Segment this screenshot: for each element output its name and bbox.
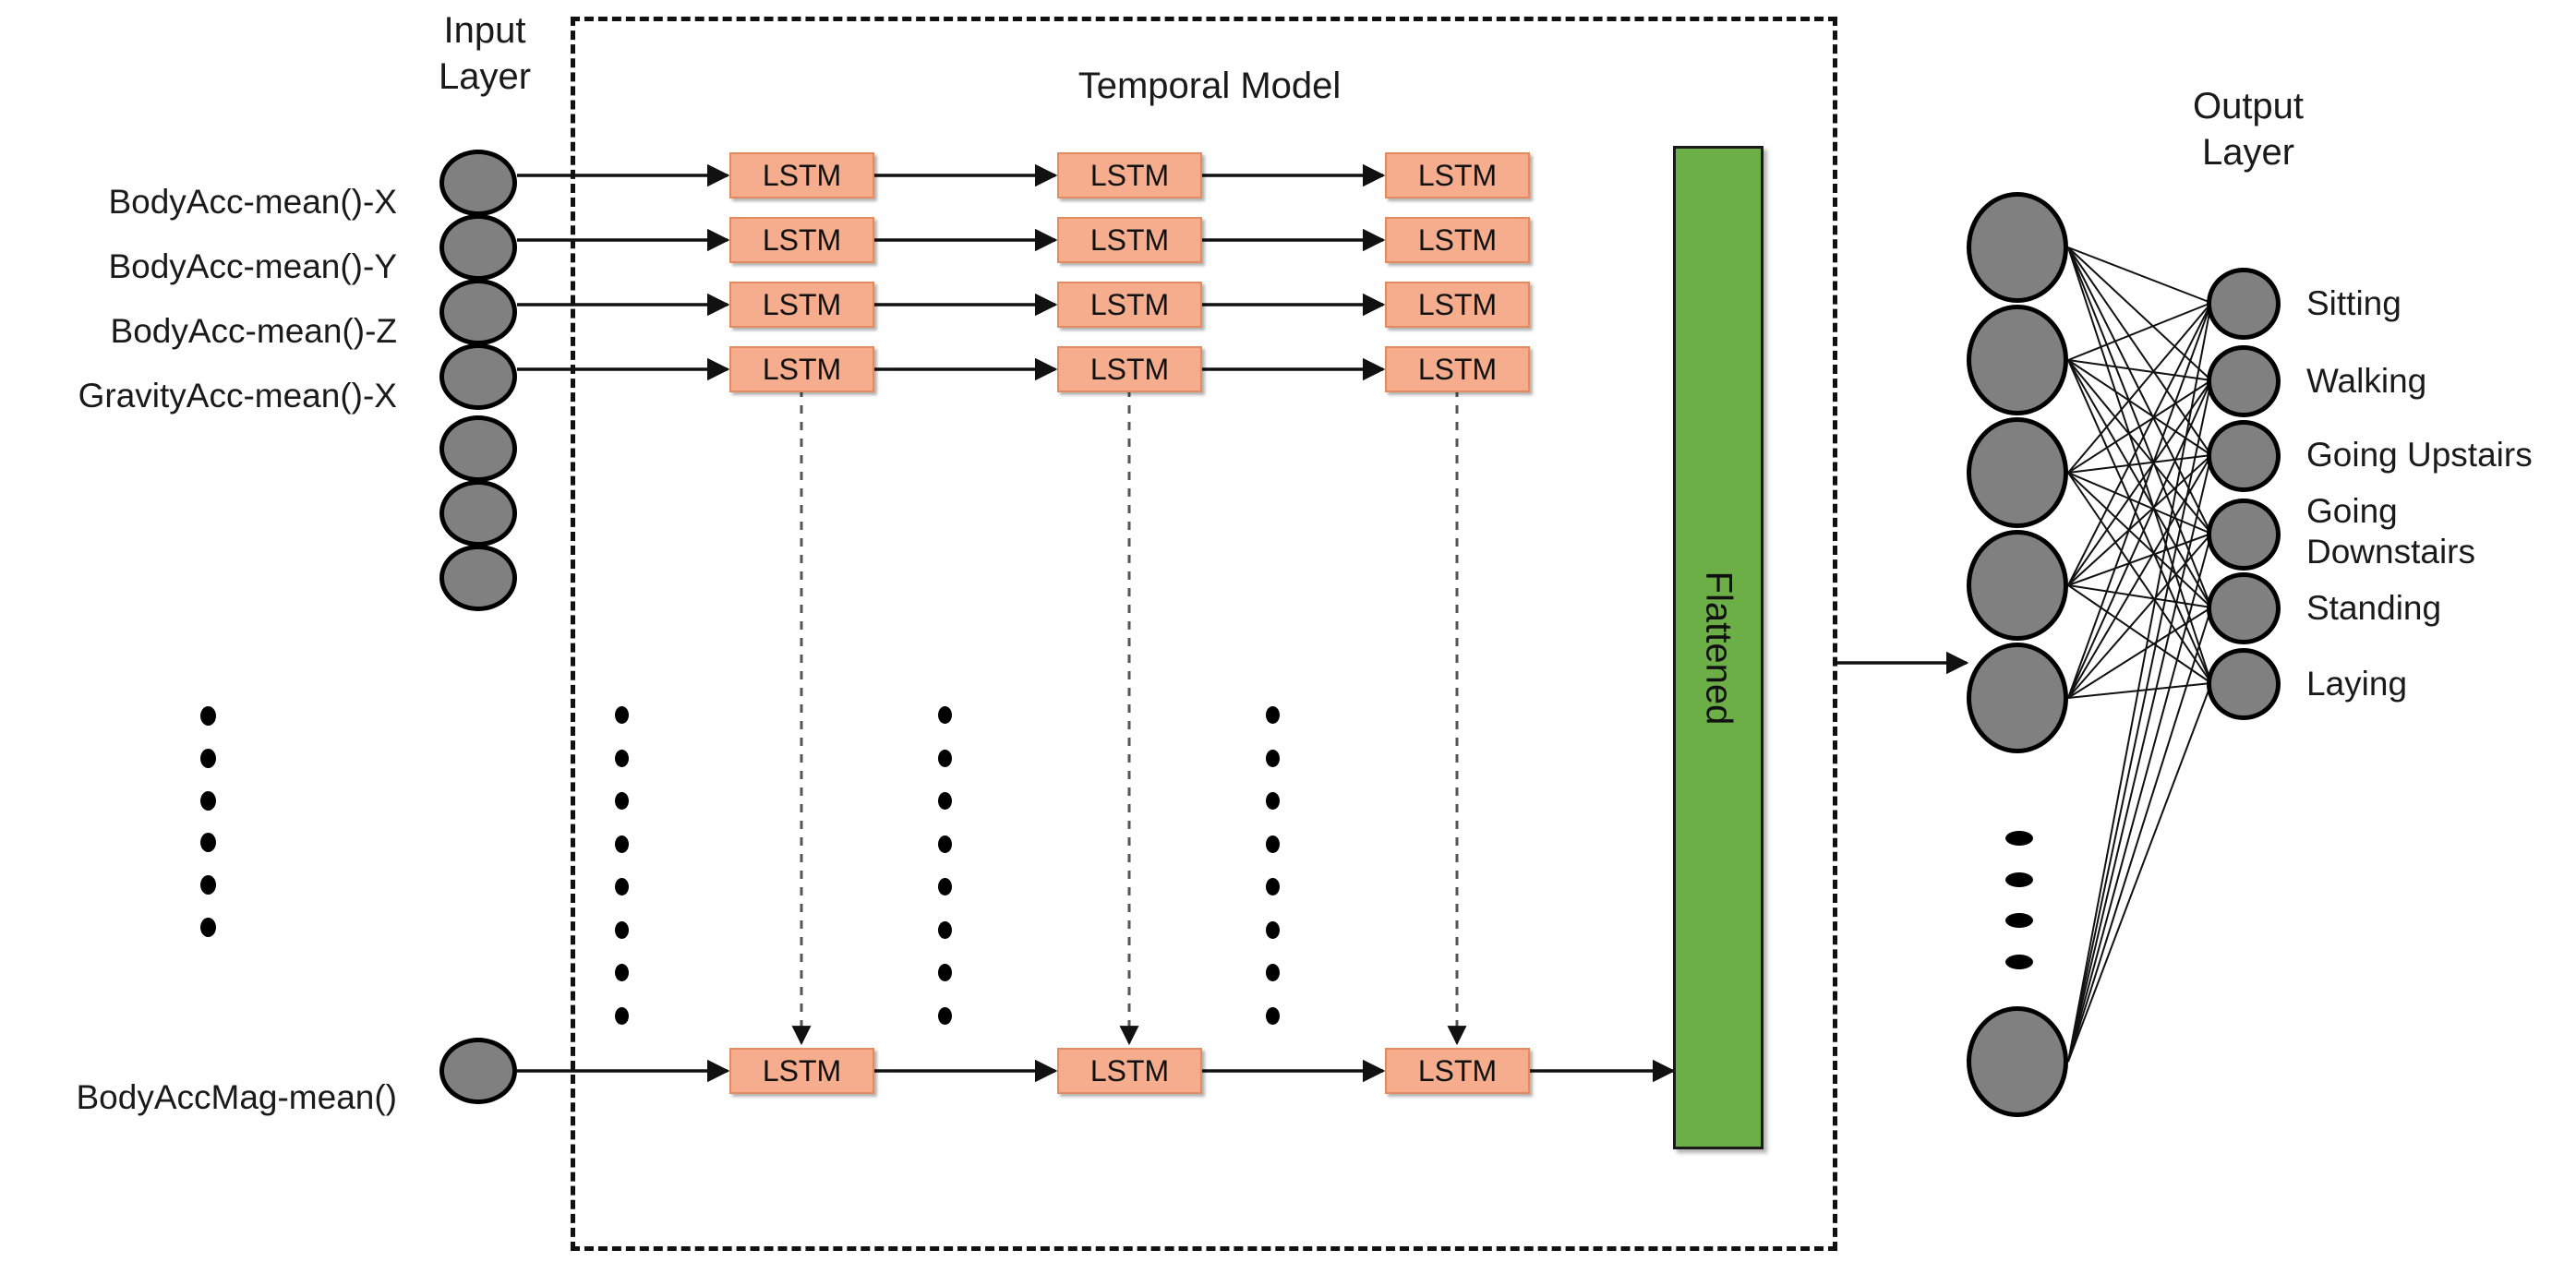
hidden-node[interactable] bbox=[1967, 417, 2068, 528]
output-class-label: Sitting bbox=[2306, 284, 2401, 322]
ellipsis-dot bbox=[1265, 706, 1280, 724]
output-class-label: Going Downstairs bbox=[2306, 492, 2475, 571]
ellipsis-dot bbox=[1265, 749, 1280, 767]
flattened-layer[interactable]: Flattened bbox=[1673, 146, 1763, 1149]
lstm-cell[interactable]: LSTM bbox=[1385, 1048, 1530, 1094]
ellipsis-dot bbox=[2005, 831, 2033, 846]
ellipsis-dot bbox=[1265, 1006, 1280, 1025]
ellipsis-dot bbox=[199, 833, 216, 853]
lstm-cell[interactable]: LSTM bbox=[729, 1048, 874, 1094]
output-class-label: Going Upstairs bbox=[2306, 436, 2533, 474]
lstm-column-ellipsis bbox=[609, 706, 633, 1025]
ellipsis-dot bbox=[614, 964, 629, 982]
input-feature-label: BodyAcc-mean()-X bbox=[108, 183, 397, 221]
lstm-cell[interactable]: LSTM bbox=[1057, 152, 1202, 198]
ellipsis-dot bbox=[1265, 835, 1280, 853]
ellipsis-dot bbox=[1265, 920, 1280, 939]
output-node[interactable] bbox=[2207, 572, 2281, 644]
flattened-label: Flattened bbox=[1698, 571, 1739, 725]
input-feature-label: BodyAcc-mean()-Y bbox=[108, 247, 397, 285]
ellipsis-dot bbox=[937, 792, 952, 811]
ellipsis-dot bbox=[937, 920, 952, 939]
hidden-node[interactable] bbox=[1967, 305, 2068, 415]
ellipsis-dot bbox=[937, 835, 952, 853]
output-class-label: Standing bbox=[2306, 589, 2442, 627]
hidden-node[interactable] bbox=[1967, 192, 2068, 303]
lstm-cell[interactable]: LSTM bbox=[1057, 346, 1202, 392]
input-node[interactable] bbox=[439, 343, 517, 410]
output-class-label: Laying bbox=[2306, 665, 2408, 703]
lstm-cell[interactable]: LSTM bbox=[1057, 1048, 1202, 1094]
input-feature-label: BodyAcc-mean()-Z bbox=[110, 312, 397, 350]
lstm-cell[interactable]: LSTM bbox=[1057, 282, 1202, 328]
ellipsis-dot bbox=[199, 917, 216, 937]
output-node[interactable] bbox=[2207, 345, 2281, 417]
input-label-ellipsis bbox=[196, 706, 220, 937]
lstm-cell[interactable]: LSTM bbox=[1385, 217, 1530, 263]
hidden-node[interactable] bbox=[1967, 1006, 2068, 1117]
ellipsis-dot bbox=[614, 1006, 629, 1025]
hidden-node[interactable] bbox=[1967, 643, 2068, 753]
lstm-cell[interactable]: LSTM bbox=[729, 152, 874, 198]
lstm-cell[interactable]: LSTM bbox=[729, 282, 874, 328]
ellipsis-dot bbox=[1265, 878, 1280, 896]
output-class-label: Walking bbox=[2306, 362, 2427, 400]
ellipsis-dot bbox=[199, 790, 216, 811]
input-node[interactable] bbox=[439, 1038, 517, 1104]
ellipsis-dot bbox=[614, 835, 629, 853]
ellipsis-dot bbox=[937, 749, 952, 767]
lstm-cell[interactable]: LSTM bbox=[729, 346, 874, 392]
ellipsis-dot bbox=[199, 706, 216, 726]
ellipsis-dot bbox=[937, 706, 952, 724]
ellipsis-dot bbox=[937, 1006, 952, 1025]
ellipsis-dot bbox=[937, 878, 952, 896]
ellipsis-dot bbox=[1265, 964, 1280, 982]
output-layer-title: Output Layer bbox=[2192, 86, 2305, 173]
ellipsis-dot bbox=[199, 875, 216, 895]
input-node[interactable] bbox=[439, 415, 517, 482]
input-node[interactable] bbox=[439, 480, 517, 547]
lstm-cell[interactable]: LSTM bbox=[729, 217, 874, 263]
input-node[interactable] bbox=[439, 279, 517, 345]
input-feature-label: GravityAcc-mean()-X bbox=[78, 377, 397, 415]
ellipsis-dot bbox=[614, 878, 629, 896]
ellipsis-dot bbox=[2005, 913, 2033, 929]
output-node[interactable] bbox=[2207, 499, 2281, 571]
lstm-cell[interactable]: LSTM bbox=[1385, 346, 1530, 392]
ellipsis-dot bbox=[2005, 871, 2033, 887]
ellipsis-dot bbox=[937, 964, 952, 982]
ellipsis-dot bbox=[1265, 792, 1280, 811]
input-layer-title: Input Layer bbox=[438, 10, 532, 97]
temporal-model-title: Temporal Model bbox=[1077, 66, 1342, 106]
lstm-cell[interactable]: LSTM bbox=[1385, 282, 1530, 328]
input-node[interactable] bbox=[439, 545, 517, 611]
ellipsis-dot bbox=[614, 749, 629, 767]
hidden-node[interactable] bbox=[1967, 530, 2068, 641]
ellipsis-dot bbox=[614, 920, 629, 939]
output-node[interactable] bbox=[2207, 420, 2281, 492]
ellipsis-dot bbox=[614, 706, 629, 724]
hidden-layer-ellipsis bbox=[2005, 831, 2033, 969]
input-feature-label: BodyAccMag-mean() bbox=[76, 1078, 397, 1116]
ellipsis-dot bbox=[614, 792, 629, 811]
lstm-column-ellipsis bbox=[1260, 706, 1284, 1025]
ellipsis-dot bbox=[2005, 954, 2033, 969]
temporal-model-boundary bbox=[571, 17, 1837, 1251]
lstm-column-ellipsis bbox=[933, 706, 957, 1025]
input-node[interactable] bbox=[439, 214, 517, 281]
ellipsis-dot bbox=[199, 748, 216, 768]
input-node[interactable] bbox=[439, 150, 517, 216]
lstm-cell[interactable]: LSTM bbox=[1385, 152, 1530, 198]
output-node[interactable] bbox=[2207, 648, 2281, 720]
lstm-cell[interactable]: LSTM bbox=[1057, 217, 1202, 263]
output-node[interactable] bbox=[2207, 268, 2281, 340]
